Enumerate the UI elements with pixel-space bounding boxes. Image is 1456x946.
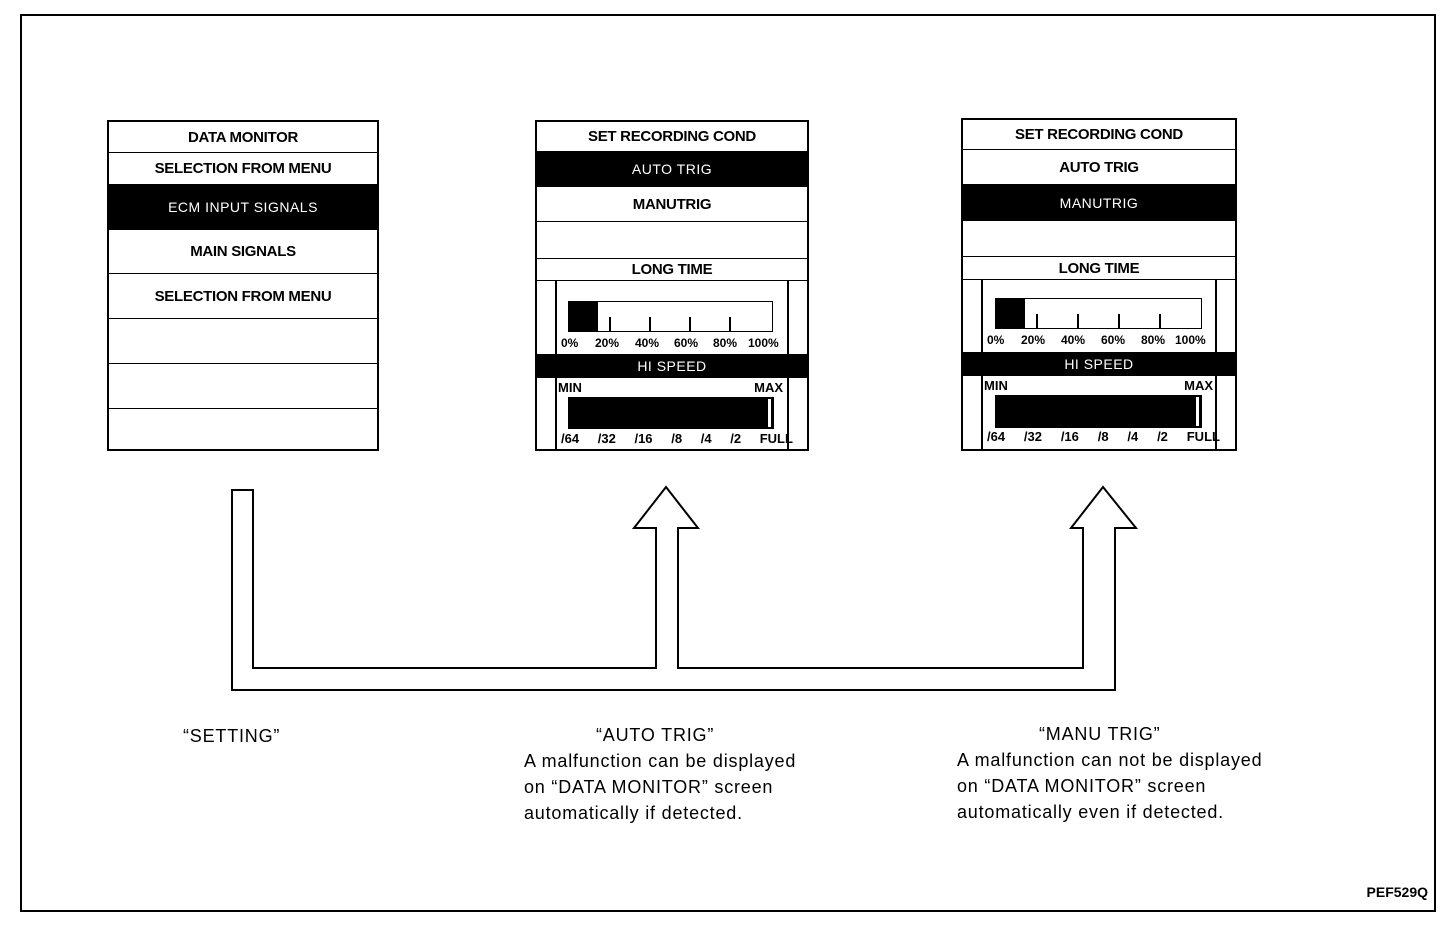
speed-level-bar[interactable]	[568, 397, 774, 429]
gauge-area: 0% 20% 40% 60% 80% 100% HI SPEED MIN MAX…	[963, 280, 1235, 449]
caption-line: automatically even if detected.	[957, 802, 1224, 822]
percent-label: 100%	[748, 336, 779, 350]
speed-scale-label: /32	[597, 431, 616, 446]
percent-label: 0%	[561, 336, 579, 350]
caption-line: on “DATA MONITOR” screen	[524, 777, 774, 797]
caption-manu-trig-head: “MANU TRIG”	[1039, 724, 1161, 744]
min-label: MIN	[558, 380, 582, 395]
menu-heading: SELECTION FROM MENU	[109, 153, 377, 185]
speed-scale-label: FULL	[759, 431, 793, 446]
max-label: MAX	[754, 380, 783, 395]
menu-item-empty	[109, 364, 377, 409]
percent-label: 80%	[1141, 333, 1166, 347]
option-auto-trig[interactable]: AUTO TRIG	[537, 152, 807, 187]
flow-arrow-outline	[231, 485, 1139, 691]
caption-line: A malfunction can not be displayed	[957, 750, 1263, 770]
percent-label: 40%	[635, 336, 660, 350]
empty-row	[963, 221, 1235, 257]
caption-line: A malfunction can be displayed	[524, 751, 797, 771]
percent-label: 0%	[987, 333, 1005, 347]
percent-label: 100%	[1175, 333, 1206, 347]
caption-auto-trig-head: “AUTO TRIG”	[596, 725, 715, 745]
menu-item-selection-from-menu[interactable]: SELECTION FROM MENU	[109, 274, 377, 319]
menu-item-ecm-input-signals[interactable]: ECM INPUT SIGNALS	[109, 185, 377, 230]
speed-scale-label: /4	[1127, 429, 1139, 444]
speed-scale-label: FULL	[1186, 429, 1220, 444]
long-time-bar-fill	[569, 302, 598, 331]
caption-line: automatically if detected.	[524, 803, 743, 823]
speed-scale-label: /4	[700, 431, 712, 446]
speed-scale: /64 /32 /16 /8 /4 /2 FULL	[987, 429, 1220, 444]
speed-level-bar[interactable]	[995, 395, 1202, 428]
caption-auto-trig: “AUTO TRIG” A malfunction can be display…	[524, 722, 796, 826]
menu-item-empty	[109, 319, 377, 364]
option-auto-trig[interactable]: AUTO TRIG	[963, 150, 1235, 185]
max-label: MAX	[1184, 378, 1213, 393]
long-time-bar-fill	[996, 299, 1025, 328]
screen-title: DATA MONITOR	[109, 122, 377, 153]
percent-label: 60%	[674, 336, 699, 350]
speed-scale-label: /8	[671, 431, 683, 446]
speed-scale-label: /2	[1157, 429, 1168, 444]
speed-scale-label: /16	[634, 431, 653, 446]
menu-item-main-signals[interactable]: MAIN SIGNALS	[109, 230, 377, 274]
speed-scale: /64 /32 /16 /8 /4 /2 FULL	[561, 431, 793, 446]
option-long-time[interactable]: LONG TIME	[537, 259, 807, 281]
percent-label: 20%	[595, 336, 620, 350]
hi-speed-bar[interactable]: HI SPEED	[537, 354, 807, 378]
screen-title: SET RECORDING COND	[537, 122, 807, 152]
caption-setting-text: “SETTING”	[183, 726, 281, 746]
setting-screen: DATA MONITOR SELECTION FROM MENU ECM INP…	[107, 120, 379, 451]
caption-line: on “DATA MONITOR” screen	[957, 776, 1207, 796]
figure-frame	[20, 14, 1436, 912]
speed-scale-label: /8	[1097, 429, 1109, 444]
min-label: MIN	[984, 378, 1008, 393]
figure-code: PEF529Q	[1366, 884, 1428, 900]
percent-label: 60%	[1101, 333, 1126, 347]
option-long-time[interactable]: LONG TIME	[963, 257, 1235, 280]
percent-label: 40%	[1061, 333, 1086, 347]
speed-scale-label: /2	[730, 431, 742, 446]
screen-title: SET RECORDING COND	[963, 120, 1235, 150]
manu-trig-screen: SET RECORDING COND AUTO TRIG MANUTRIG LO…	[961, 118, 1237, 451]
percent-label: 20%	[1021, 333, 1046, 347]
percent-label: 80%	[713, 336, 738, 350]
speed-scale-label: /32	[1023, 429, 1042, 444]
long-time-bar[interactable]	[995, 298, 1202, 329]
empty-row	[537, 222, 807, 259]
speed-scale-label: /64	[561, 431, 580, 446]
gauge-area: 0% 20% 40% 60% 80% 100% HI SPEED MIN MAX…	[537, 281, 807, 449]
auto-trig-screen: SET RECORDING COND AUTO TRIG MANUTRIG LO…	[535, 120, 809, 451]
option-manu-trig[interactable]: MANUTRIG	[963, 185, 1235, 221]
hi-speed-bar[interactable]: HI SPEED	[963, 352, 1235, 376]
speed-scale-label: /16	[1060, 429, 1079, 444]
option-manu-trig[interactable]: MANUTRIG	[537, 187, 807, 222]
long-time-bar[interactable]	[568, 301, 773, 332]
speed-scale-label: /64	[987, 429, 1006, 444]
caption-setting: “SETTING”	[183, 723, 280, 749]
caption-manu-trig: “MANU TRIG” A malfunction can not be dis…	[957, 721, 1262, 825]
